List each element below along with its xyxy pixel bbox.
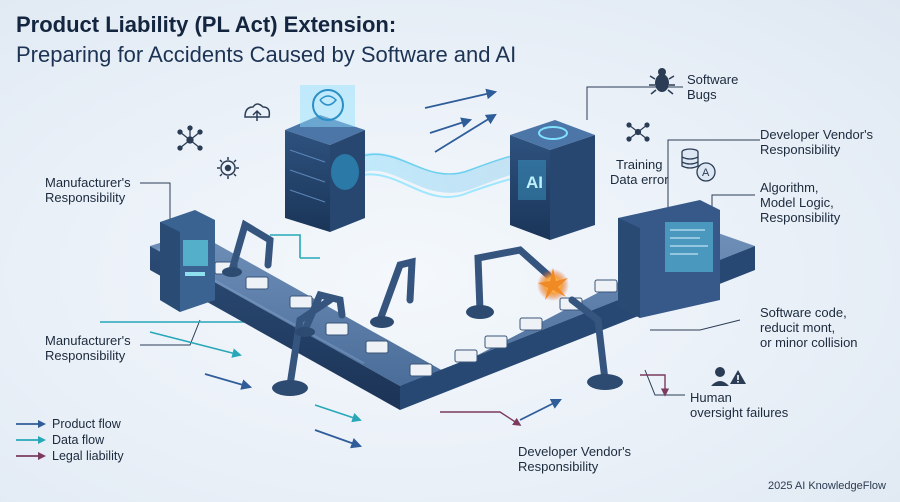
- legend-legal-liability-label: Legal liability: [52, 449, 124, 463]
- label-developer-vendor-bottom: Developer Vendor's Responsibility: [518, 444, 632, 474]
- data-flow-arrows: [149, 331, 362, 423]
- legend-legal-liability: Legal liability: [16, 448, 124, 464]
- legend-product-flow: Product flow: [16, 416, 124, 432]
- ai-server-right: [510, 120, 595, 240]
- database-icon: [681, 148, 699, 169]
- legend-data-flow: Data flow: [16, 432, 124, 448]
- network-icon: [177, 125, 203, 151]
- product-flow-arrow-icon: [16, 420, 46, 428]
- svg-text:A: A: [702, 167, 710, 179]
- ai-server-left: [285, 115, 365, 232]
- label-algorithm-logic: Algorithm, Model Logic, Responsibility: [760, 180, 841, 225]
- bug-icon: [649, 68, 675, 95]
- credit-text: 2025 AI KnowledgeFlow: [767, 480, 886, 492]
- label-software-bugs: Software Bugs: [687, 72, 739, 102]
- legend-product-flow-label: Product flow: [52, 417, 121, 431]
- collision-spark-icon: [537, 268, 569, 301]
- robot-bases: [222, 267, 623, 396]
- upload-icon: [244, 103, 271, 121]
- robot-arms: [228, 219, 609, 389]
- legend-data-flow-label: Data flow: [52, 433, 105, 447]
- data-flow-arrow-icon: [16, 436, 46, 444]
- scanner-gate: [618, 200, 720, 318]
- label-manufacturer-bottom: Manufacturer's Responsibility: [45, 333, 131, 363]
- legend: Product flow Data flow Legal liability: [16, 416, 124, 464]
- label-manufacturer-top: Manufacturer's Responsibility: [45, 175, 131, 205]
- brain-icon: [300, 85, 355, 127]
- leader-lines: [140, 86, 760, 396]
- manufacturing-machine: [160, 210, 215, 312]
- gear-icon: [217, 157, 239, 179]
- product-flow-arrows: [204, 88, 562, 449]
- label-developer-vendor-top: Developer Vendor's Responsibility: [760, 127, 874, 157]
- ai-screen-label: AI: [526, 173, 543, 192]
- label-software-code: Software code, reducit mont, or minor co…: [760, 305, 858, 350]
- algorithm-icon: A: [696, 162, 716, 182]
- network-icon-training: [626, 122, 650, 142]
- legal-liability-lines: [440, 374, 670, 426]
- legal-liability-arrow-icon: [16, 452, 46, 460]
- user-warning-icon: [711, 367, 729, 386]
- page-subtitle: Preparing for Accidents Caused by Softwa…: [16, 42, 517, 67]
- warning-icon: [730, 370, 746, 384]
- label-human-oversight: Human oversight failures: [690, 390, 789, 420]
- page-title: Product Liability (PL Act) Extension:: [16, 12, 397, 37]
- label-training-data-error: Training Data error: [610, 157, 669, 187]
